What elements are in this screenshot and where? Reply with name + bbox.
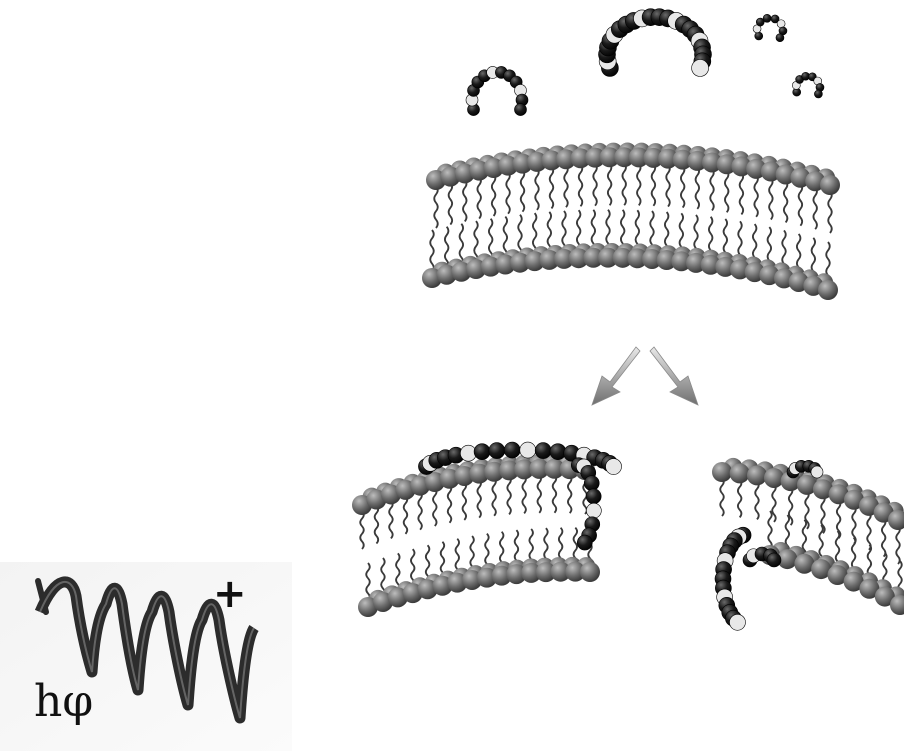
lipid-tail bbox=[492, 478, 496, 516]
peptide-residue bbox=[692, 59, 709, 76]
lipid-headgroup bbox=[580, 562, 600, 582]
lipid-tail bbox=[463, 482, 467, 520]
lipid-tail bbox=[404, 496, 408, 534]
peptide-residue bbox=[520, 442, 536, 458]
lipid-tail bbox=[882, 519, 886, 557]
lipid-tail bbox=[553, 475, 557, 513]
lipid-tail bbox=[463, 179, 467, 221]
peptide-residue bbox=[504, 442, 520, 458]
intact-membrane bbox=[422, 142, 840, 300]
lipid-tail bbox=[449, 183, 453, 225]
lipid-tail bbox=[474, 221, 478, 263]
lipid-tail bbox=[738, 479, 742, 517]
peptide-residue bbox=[514, 104, 526, 116]
peptide-residue bbox=[776, 34, 784, 42]
lipid-tail bbox=[550, 166, 554, 208]
lipid-tail bbox=[492, 174, 496, 216]
lipid-headgroup bbox=[764, 468, 784, 488]
lipid-tail bbox=[433, 488, 437, 526]
free-peptides bbox=[466, 9, 824, 116]
lipid-headgroup bbox=[730, 463, 750, 483]
peptide-residue bbox=[763, 14, 771, 22]
lipid-tail bbox=[799, 184, 803, 226]
peptide-residue bbox=[535, 443, 551, 459]
peptide-residue bbox=[586, 489, 601, 504]
lipid-tail bbox=[448, 485, 452, 523]
lipid-headgroup bbox=[712, 462, 732, 482]
lipid-tail bbox=[522, 475, 526, 513]
lipid-tail bbox=[434, 186, 438, 228]
positive-charge-label: + bbox=[213, 574, 247, 614]
lipid-tail bbox=[772, 484, 776, 522]
lipid-tail bbox=[593, 164, 597, 206]
peptide-residue bbox=[767, 553, 781, 567]
peptide-residue bbox=[606, 459, 622, 475]
peptide-residue bbox=[584, 476, 599, 491]
lipid-tail bbox=[696, 167, 700, 209]
lipid-tail bbox=[460, 224, 464, 266]
hydrophobicity-label: hφ bbox=[34, 680, 93, 724]
lipid-tail bbox=[538, 475, 542, 513]
arrow-right-icon bbox=[650, 347, 698, 405]
lipid-tail bbox=[477, 480, 481, 518]
lipid-tail bbox=[867, 512, 871, 550]
lipid-tail bbox=[637, 163, 641, 205]
lipid-tail bbox=[579, 164, 583, 206]
arrow-left-icon bbox=[592, 347, 640, 405]
lipid-tail bbox=[418, 492, 422, 530]
lipid-tail bbox=[828, 191, 832, 233]
lipid-tail bbox=[430, 230, 434, 272]
lipid-tail bbox=[710, 168, 714, 210]
lipid-tail bbox=[521, 170, 525, 212]
lipid-tail bbox=[366, 563, 370, 601]
peptide-residue bbox=[489, 443, 505, 459]
lipid-tail bbox=[784, 180, 788, 222]
peptide-residue bbox=[755, 32, 763, 40]
peptide-residue bbox=[814, 90, 822, 98]
pore-membrane-fragment bbox=[712, 458, 904, 630]
lipid-tail bbox=[725, 170, 729, 212]
lipid-tail bbox=[564, 165, 568, 207]
disruption-arrows bbox=[592, 347, 698, 405]
lipid-tail bbox=[896, 526, 900, 564]
lipid-tail bbox=[608, 163, 612, 205]
peptide-residue bbox=[777, 20, 785, 28]
lipid-tail bbox=[720, 478, 724, 516]
peptide-residue bbox=[586, 503, 601, 518]
lipid-tail bbox=[681, 166, 685, 208]
lipid-tail bbox=[740, 172, 744, 214]
lipid-tail bbox=[768, 511, 772, 549]
lipid-tail bbox=[477, 177, 481, 219]
lipid-headgroup bbox=[818, 280, 838, 300]
peptide-residue bbox=[474, 444, 490, 460]
lipid-tail bbox=[507, 476, 510, 514]
lipid-tail bbox=[754, 175, 758, 217]
lipid-tail bbox=[666, 165, 670, 207]
lipid-tail bbox=[535, 168, 539, 210]
peptide-residue bbox=[729, 614, 745, 630]
lipid-tail bbox=[769, 178, 773, 220]
peptide-residue bbox=[811, 466, 823, 478]
lipid-tail bbox=[506, 172, 510, 214]
lipid-tail bbox=[375, 505, 379, 543]
peptide-residue bbox=[577, 535, 592, 550]
lipid-tail bbox=[360, 511, 364, 549]
lipid-tail bbox=[568, 475, 572, 513]
lipid-headgroup bbox=[820, 175, 840, 195]
lipid-tail bbox=[389, 500, 393, 538]
lipid-tail bbox=[622, 163, 626, 205]
lipid-tail bbox=[813, 187, 817, 229]
lipid-headgroup bbox=[747, 465, 767, 485]
lipid-tail bbox=[755, 481, 759, 519]
carpet-membrane-fragment bbox=[352, 442, 622, 617]
lipid-tail bbox=[652, 164, 656, 206]
